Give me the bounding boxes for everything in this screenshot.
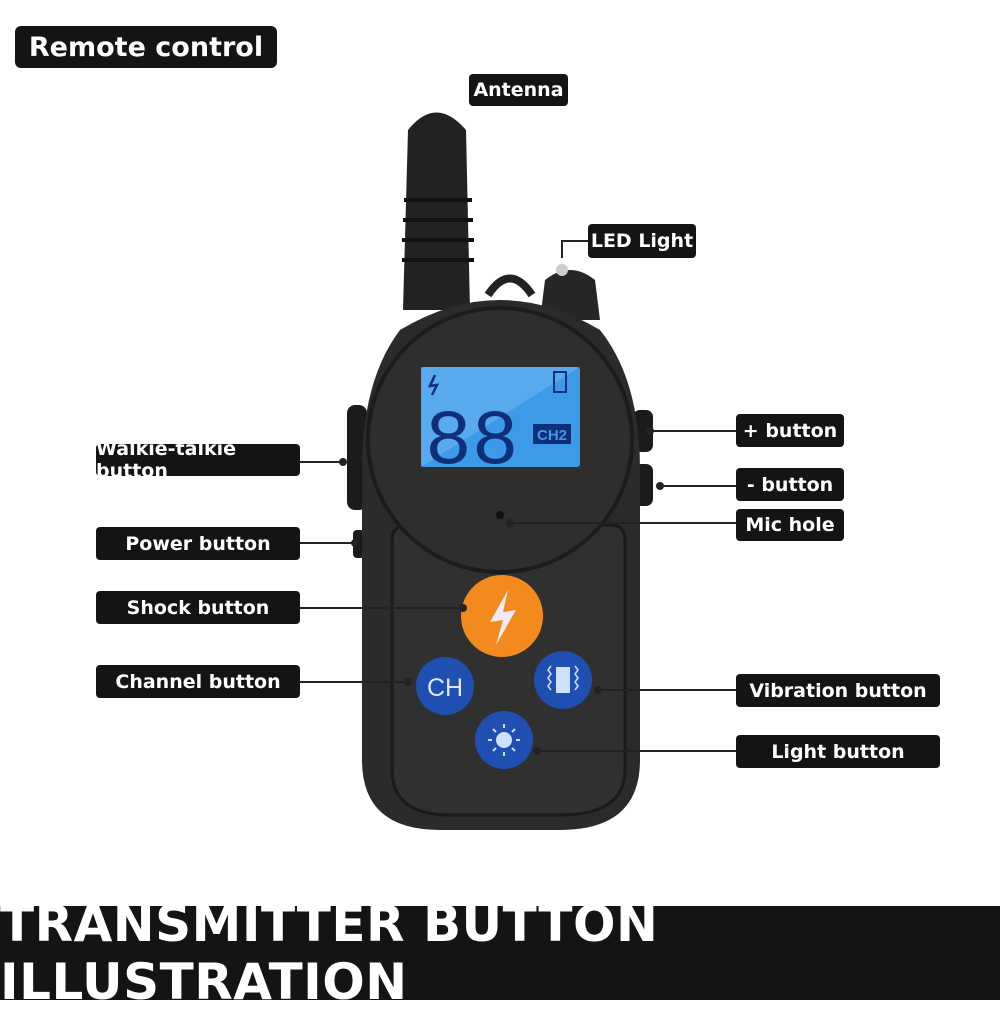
mic-hole [496,511,504,519]
label-antenna: Antenna [469,74,568,106]
led-light [556,264,568,276]
vibration-icon [556,667,570,693]
label-mic-hole: Mic hole [736,509,844,541]
label-channel: Channel button [96,665,300,698]
light-button[interactable] [475,711,533,769]
lcd-battery-icon [553,371,567,393]
lcd-channel: CH2 [537,427,567,444]
label-minus: - button [736,468,844,501]
label-vibration: Vibration button [736,674,940,707]
lcd-bolt-icon [427,374,440,396]
sun-icon [496,732,512,748]
label-plus: + button [736,414,844,447]
banner-title: TRANSMITTER BUTTON ILLUSTRATION [0,895,1000,1011]
antenna [402,112,474,310]
lightning-icon [490,590,516,645]
label-power: Power button [96,527,300,560]
channel-button[interactable]: CH [416,657,474,715]
shock-button[interactable] [461,575,543,657]
page-title: Remote control [15,26,277,68]
label-walkie-talkie: Walkie-talkie button [96,438,300,482]
lanyard-loop [484,274,536,298]
svg-text:CH: CH [427,674,463,702]
vibration-button[interactable] [534,651,592,709]
label-light: Light button [736,735,940,768]
leader-lines [300,240,736,752]
lcd-digits: 88 [425,399,519,487]
label-shock: Shock button [96,591,300,624]
label-led-light: LED Light [588,224,696,258]
led-housing [540,270,600,320]
